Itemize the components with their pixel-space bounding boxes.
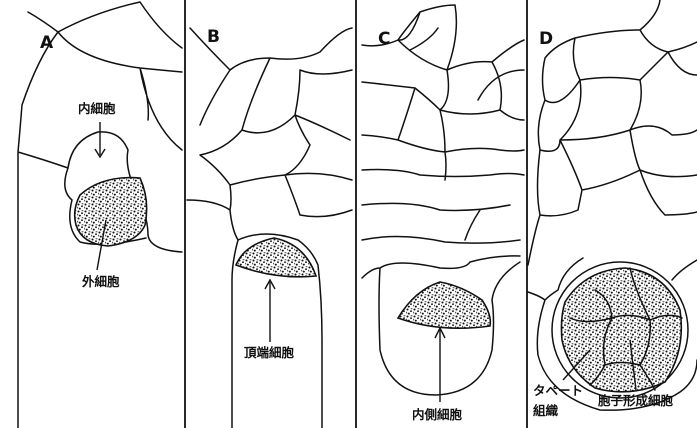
panel-c: C 内側細胞: [362, 5, 524, 422]
panel-d: D タペート 組織 胞子形成細胞: [528, 0, 697, 418]
panel-b: B 頂端細胞: [187, 27, 352, 428]
apical-cell-label: 頂端細胞: [244, 345, 295, 360]
outer-cell-label: 外細胞: [81, 274, 120, 289]
inner-side-cell-label: 内側細胞: [412, 407, 463, 422]
panel-letter-b: B: [207, 27, 220, 47]
apical-cell: [236, 238, 316, 277]
inner-side-cell: [398, 282, 490, 328]
sporogenous-cell-label: 胞子形成細胞: [598, 393, 674, 408]
inner-cell-label: 内細胞: [78, 101, 116, 116]
panel-letter-d: D: [539, 29, 553, 49]
panel-letter-a: A: [40, 33, 54, 53]
panel-letter-c: C: [378, 29, 390, 49]
panel-b-cell-walls: [187, 28, 352, 428]
outer-cell: [75, 178, 147, 246]
panel-a: A 内細胞 外細胞: [18, 2, 182, 428]
panel-c-cell-walls: [362, 5, 524, 395]
sporogenous-tissue: [561, 268, 681, 392]
tapetum-label-line2: 組織: [533, 403, 559, 418]
tapetum-label-line1: タペート: [533, 383, 583, 398]
